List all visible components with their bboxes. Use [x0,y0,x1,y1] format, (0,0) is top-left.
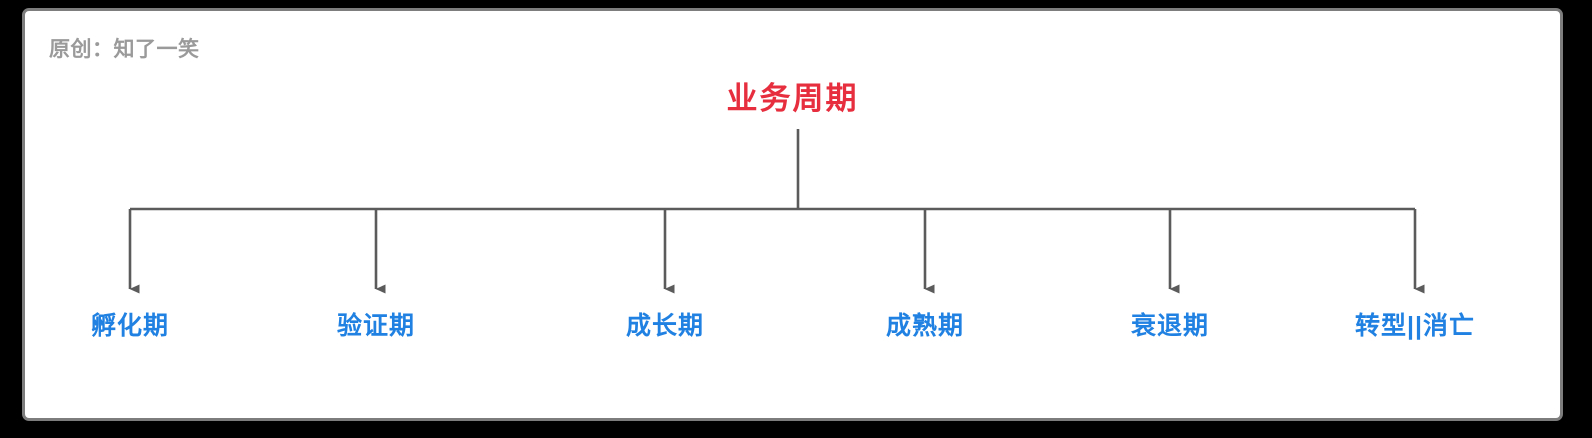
leaf-label-2: 验证期 [336,312,416,340]
author-credit: 原创：知了一笑 [49,38,200,61]
leaf-label-5: 衰退期 [1130,312,1210,340]
leaf-label-1: 孵化期 [90,312,170,340]
leaf-label-4: 成熟期 [885,312,965,340]
leaf-label-3: 成长期 [625,312,705,340]
connector-lines [128,129,1425,294]
root-node-title: 业务周期 [726,81,859,116]
diagram-frame: 原创：知了一笑 业务周期 孵化期 验证期 成长期 成熟期 衰退期 转型||消亡 [22,8,1563,421]
leaf-label-6: 转型||消亡 [1355,312,1475,340]
